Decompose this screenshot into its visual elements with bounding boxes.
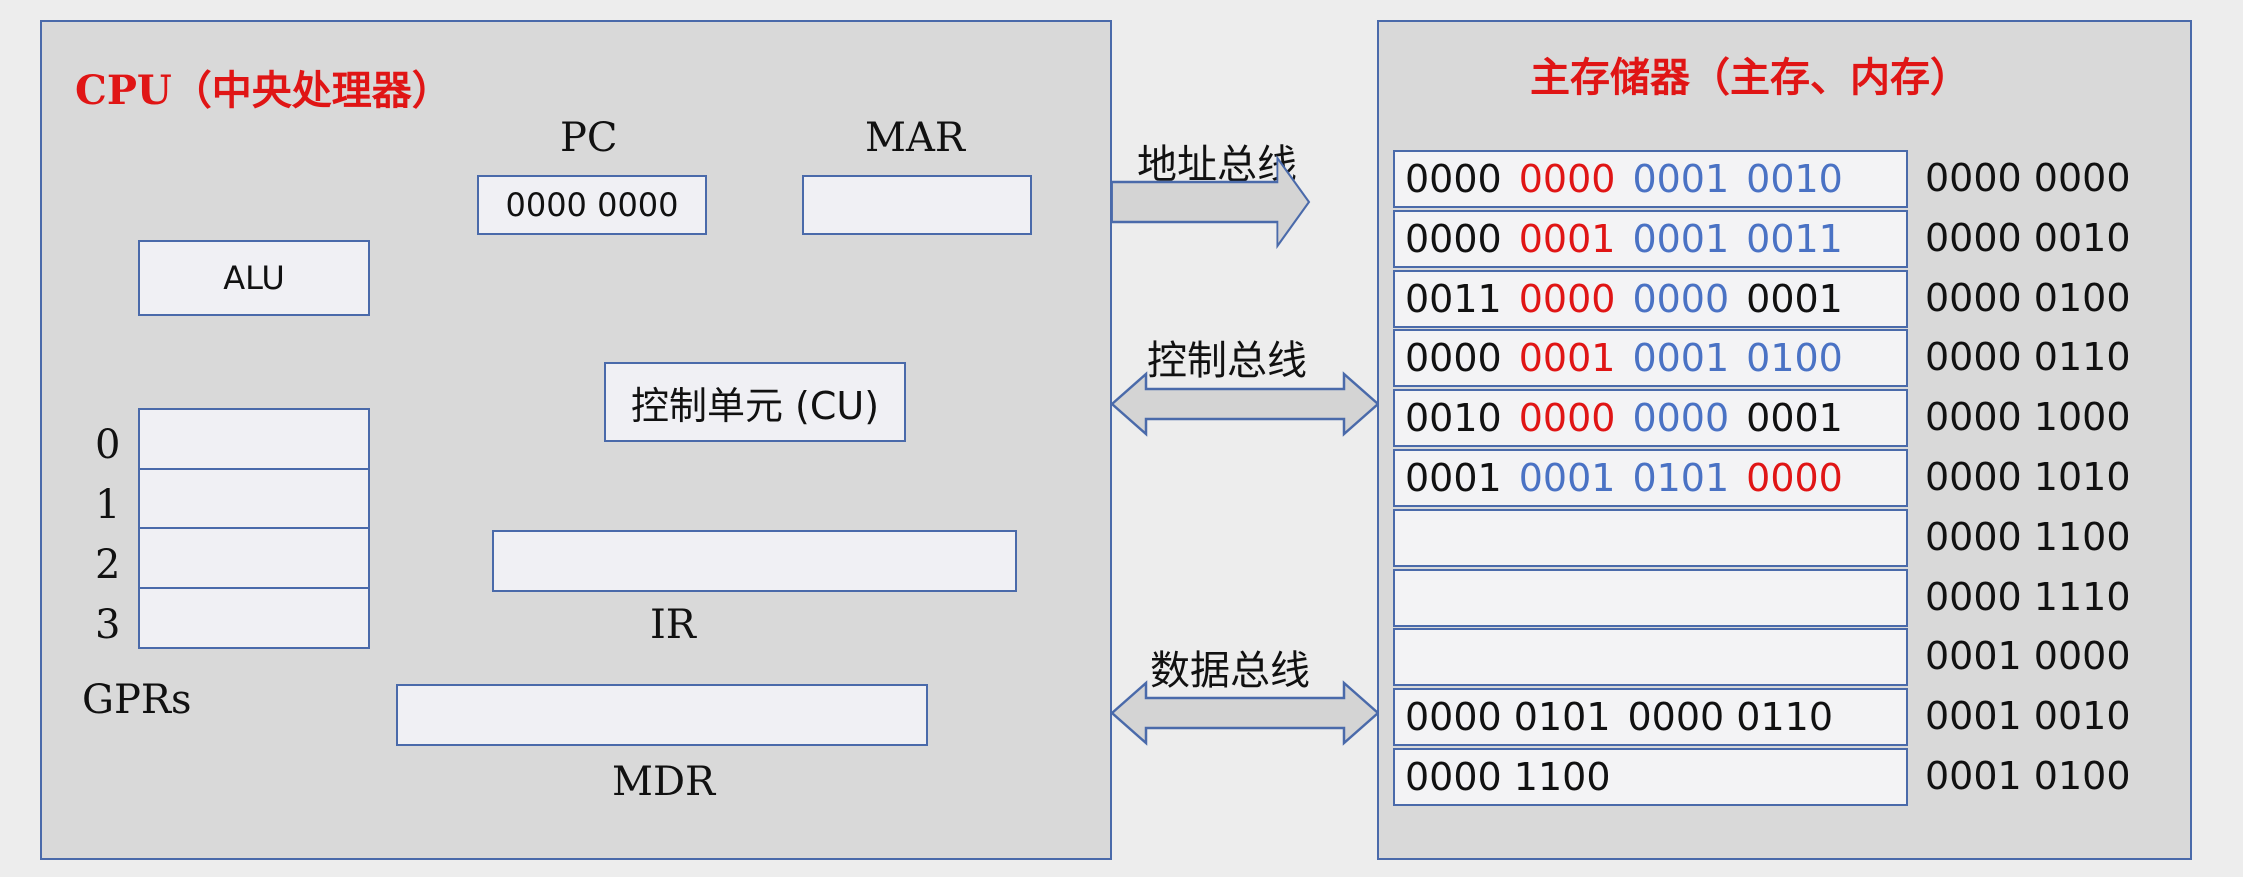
memory-address-4: 0000 1000	[1925, 395, 2131, 439]
control-bus-label: 控制总线	[1147, 338, 1307, 384]
memory-cell-7	[1393, 569, 1908, 627]
memory-cell-segment: 0001	[1518, 456, 1616, 500]
memory-cell-1: 0000 0001 0001 0011	[1393, 210, 1908, 268]
memory-cell-9: 0000 0101 0000 0110	[1393, 688, 1908, 746]
pc-value: 0000 0000	[505, 186, 679, 224]
memory-address-7: 0000 1110	[1925, 575, 2131, 619]
memory-cell-segment: 0000	[1405, 336, 1502, 380]
memory-cell-segment: 0101	[1632, 456, 1730, 500]
alu-box: ALU	[138, 240, 370, 316]
address-bus-label: 地址总线	[1137, 142, 1297, 188]
memory-cell-6	[1393, 509, 1908, 567]
data-bus-label: 数据总线	[1150, 648, 1310, 694]
memory-cell-segment: 0000 0110	[1627, 695, 1834, 739]
memory-cell-segment: 0001	[1746, 277, 1843, 321]
mdr-label: MDR	[612, 759, 716, 805]
mar-value	[804, 177, 1030, 233]
memory-address-2: 0000 0100	[1925, 276, 2131, 320]
gpr-register-2	[138, 527, 370, 589]
memory-cell-2: 0011 0000 0000 0001	[1393, 270, 1908, 328]
memory-cell-segment: 0000	[1518, 277, 1616, 321]
memory-cell-segment: 0001	[1518, 217, 1616, 261]
memory-cell-segment: 0001	[1632, 157, 1730, 201]
memory-cell-segment: 0010	[1746, 157, 1843, 201]
memory-address-3: 0000 0110	[1925, 335, 2131, 379]
memory-cell-segment: 0000 0101	[1405, 695, 1611, 739]
memory-cell-segment: 0000	[1632, 277, 1730, 321]
ir-value	[494, 532, 1015, 590]
memory-cell-3: 0000 0001 0001 0100	[1393, 329, 1908, 387]
memory-cell-10: 0000 1100	[1393, 748, 1908, 806]
memory-cell-segment: 0010	[1405, 396, 1502, 440]
alu-label: ALU	[223, 259, 285, 297]
mar-register	[802, 175, 1032, 235]
memory-cell-segment: 0001	[1632, 336, 1730, 380]
cu-box: 控制单元 (CU)	[604, 362, 906, 442]
memory-title: 主存储器（主存、内存）	[1530, 54, 1970, 101]
memory-cell-segment: 0001	[1518, 336, 1616, 380]
memory-cell-0: 0000 0000 0001 0010	[1393, 150, 1908, 208]
memory-cell-segment: 0000	[1405, 157, 1502, 201]
cpu-title: CPU（中央处理器）	[75, 67, 452, 114]
memory-cell-segment: 0000	[1746, 456, 1843, 500]
gpr-index-3: 3	[95, 602, 121, 648]
memory-cell-segment: 0000 1100	[1405, 755, 1611, 799]
gpr-register-1	[138, 468, 370, 530]
memory-address-0: 0000 0000	[1925, 156, 2131, 200]
memory-cell-segment: 0001	[1632, 217, 1730, 261]
memory-cell-segment: 0100	[1746, 336, 1843, 380]
data-bus-arrow	[1110, 680, 1380, 746]
gprs-label: GPRs	[82, 677, 192, 723]
memory-address-10: 0001 0100	[1925, 754, 2131, 798]
memory-cell-segment: 0011	[1746, 217, 1843, 261]
memory-address-9: 0001 0010	[1925, 694, 2131, 738]
memory-cell-8	[1393, 628, 1908, 686]
memory-cell-segment: 0001	[1405, 456, 1502, 500]
memory-cell-5: 0001 0001 0101 0000	[1393, 449, 1908, 507]
memory-cell-segment: 0011	[1405, 277, 1502, 321]
pc-label: PC	[560, 115, 618, 161]
memory-address-5: 0000 1010	[1925, 455, 2131, 499]
ir-label: IR	[650, 602, 696, 648]
control-bus-arrow	[1110, 371, 1380, 437]
memory-cell-segment: 0000	[1632, 396, 1730, 440]
mdr-register	[396, 684, 928, 746]
memory-address-1: 0000 0010	[1925, 216, 2131, 260]
cu-label: 控制单元 (CU)	[630, 383, 880, 428]
memory-cell-segment: 0001	[1746, 396, 1843, 440]
ir-register	[492, 530, 1017, 592]
address-bus-arrow	[1112, 155, 1311, 250]
memory-cell-4: 0010 0000 0000 0001	[1393, 389, 1908, 447]
gpr-index-0: 0	[95, 422, 121, 468]
mar-label: MAR	[865, 115, 965, 161]
memory-cell-segment: 0000	[1518, 396, 1616, 440]
pc-register: 0000 0000	[477, 175, 707, 235]
memory-cell-segment: 0000	[1405, 217, 1502, 261]
gpr-register-3	[138, 587, 370, 649]
memory-cell-segment: 0000	[1518, 157, 1616, 201]
memory-address-8: 0001 0000	[1925, 634, 2131, 678]
gpr-index-2: 2	[95, 542, 121, 588]
mdr-value	[398, 686, 926, 744]
gpr-register-0	[138, 408, 370, 470]
memory-address-6: 0000 1100	[1925, 515, 2131, 559]
gpr-index-1: 1	[95, 482, 121, 528]
